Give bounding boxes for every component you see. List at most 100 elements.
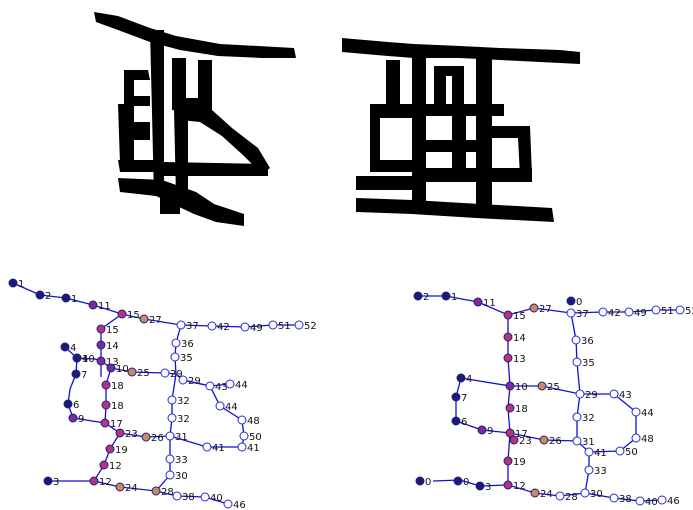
node-label: 4 [82, 354, 88, 365]
graph-node [477, 425, 487, 435]
node-label: 18 [111, 381, 124, 392]
graph-node [566, 296, 576, 306]
node-label: 36 [581, 336, 594, 347]
graph-node [268, 320, 278, 330]
graph-right-nodes: 2111152703742495152143613354102529437183… [413, 291, 693, 508]
graph-node [456, 373, 466, 383]
node-label: 26 [549, 436, 562, 447]
graph-node [413, 291, 423, 301]
node-label: 41 [247, 443, 260, 454]
node-label: 50 [625, 447, 638, 458]
node-label: 0 [463, 477, 469, 488]
node-label: 1 [451, 292, 457, 303]
node-label: 24 [125, 483, 138, 494]
node-label: 19 [115, 445, 128, 456]
graph-node [60, 342, 70, 352]
graph-node [572, 357, 582, 367]
graph-node [631, 407, 641, 417]
node-label: 29 [170, 369, 183, 380]
graph-node [115, 482, 125, 492]
node-label: 14 [106, 341, 119, 352]
node-label: 7 [461, 393, 467, 404]
graph-node [509, 435, 519, 445]
node-label: 48 [247, 416, 260, 427]
node-label: 24 [540, 489, 553, 500]
node-label: 32 [177, 396, 190, 407]
node-label: 0 [425, 477, 431, 488]
node-label: 49 [634, 308, 647, 319]
graph-node [473, 297, 483, 307]
graph-node [63, 399, 73, 409]
graph-node [529, 303, 539, 313]
node-label: 4 [466, 374, 472, 385]
node-label: 4 [70, 343, 76, 354]
graph-node [584, 465, 594, 475]
node-label: 37 [186, 321, 199, 332]
graph-node [101, 380, 111, 390]
node-label: 1 [71, 294, 77, 305]
node-label: 44 [225, 402, 238, 413]
graph-node [239, 431, 249, 441]
graph-node [71, 369, 81, 379]
graph-node [675, 305, 685, 315]
node-label: 29 [188, 376, 201, 387]
graph-node [451, 416, 461, 426]
graph-node [202, 442, 212, 452]
graph-node [223, 499, 233, 509]
graph-node [207, 321, 217, 331]
node-label: 48 [641, 434, 654, 445]
node-label: 51 [661, 306, 674, 317]
graph-node [631, 433, 641, 443]
node-label: 38 [182, 492, 195, 503]
graph-node [170, 352, 180, 362]
graph-node [165, 454, 175, 464]
node-label: 15 [513, 311, 526, 322]
graph-node [99, 460, 109, 470]
graph-node [215, 401, 225, 411]
graph-node [167, 413, 177, 423]
graph-node [651, 305, 661, 315]
graph-node [61, 293, 71, 303]
graph-node [96, 324, 106, 334]
graph-node [503, 310, 513, 320]
graph-node [505, 381, 515, 391]
node-label: 13 [513, 354, 526, 365]
node-label: 14 [513, 333, 526, 344]
graph-node [167, 395, 177, 405]
graph-node [117, 309, 127, 319]
graph-node [237, 442, 247, 452]
graph-node [539, 435, 549, 445]
node-label: 52 [304, 321, 317, 332]
graph-node [503, 332, 513, 342]
graph-node [584, 447, 594, 457]
node-label: 13 [106, 357, 119, 368]
graph-node [451, 392, 461, 402]
node-label: 28 [565, 492, 578, 503]
node-label: 41 [212, 443, 225, 454]
graph-node [176, 320, 186, 330]
node-label: 1 [18, 279, 24, 290]
node-label: 27 [149, 315, 162, 326]
node-label: 3 [53, 477, 59, 488]
node-label: 35 [582, 358, 595, 369]
graph-node [105, 444, 115, 454]
node-label: 43 [215, 382, 228, 393]
node-label: 15 [127, 310, 140, 321]
node-label: 52 [685, 306, 693, 317]
node-label: 10 [515, 382, 528, 393]
node-label: 32 [177, 414, 190, 425]
graph-node [100, 418, 110, 428]
graph-node [72, 353, 82, 363]
node-label: 6 [461, 417, 467, 428]
node-label: 11 [98, 301, 111, 312]
graph-node [200, 492, 210, 502]
graph-node [115, 428, 125, 438]
graph-node [205, 381, 215, 391]
node-label: 29 [585, 390, 598, 401]
node-label: 2 [45, 291, 51, 302]
node-label: 37 [576, 309, 589, 320]
graph-node [503, 456, 513, 466]
node-label: 17 [110, 419, 123, 430]
